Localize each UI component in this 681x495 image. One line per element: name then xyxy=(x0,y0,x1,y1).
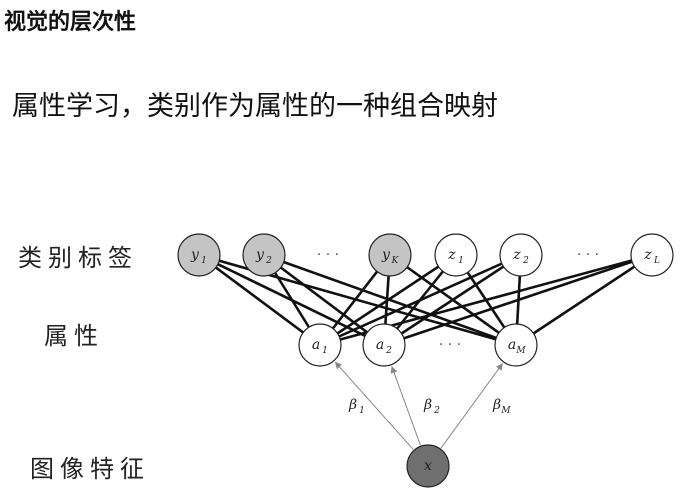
arrow-x-aM xyxy=(440,363,503,449)
weight-subscript-2: 2 xyxy=(433,406,440,416)
node-y2-label: y xyxy=(255,247,265,263)
arrow-x-a1 xyxy=(334,361,414,450)
node-y1-label: y xyxy=(190,247,200,263)
edge-zL-aM xyxy=(515,253,653,347)
edge-z1-a1 xyxy=(319,253,457,347)
node-aM-label: a xyxy=(508,337,516,353)
class-labels-label: 类别标签 xyxy=(18,244,138,272)
node-yK-subscript: K xyxy=(391,256,400,266)
attributes-label: 属性 xyxy=(44,322,104,350)
node-a1-subscript: 1 xyxy=(322,346,328,356)
node-z1-label: z xyxy=(447,247,456,263)
node-a2-label: a xyxy=(376,337,384,353)
node-zL-subscript: L xyxy=(653,256,660,266)
edge-z2-a2 xyxy=(383,253,522,347)
class-ellipsis: · · · xyxy=(317,247,339,263)
node-aM-subscript: M xyxy=(515,346,526,356)
node-y1-subscript: 1 xyxy=(201,256,207,266)
node-a2-subscript: 2 xyxy=(385,346,392,356)
weight-label-M: β xyxy=(492,397,501,413)
node-zL-label: z xyxy=(643,247,652,263)
page-title: 视觉的层次性 xyxy=(4,10,137,35)
node-x-label: x xyxy=(424,458,432,474)
edge-y1-a1 xyxy=(198,253,321,347)
weight-subscript-M: M xyxy=(500,406,511,416)
node-y2-subscript: 2 xyxy=(265,256,272,266)
weight-label-1: β xyxy=(348,397,357,413)
subtitle: 属性学习，类别作为属性的一种组合映射 xyxy=(12,91,498,122)
weight-label-2: β xyxy=(423,397,432,413)
node-z2-subscript: 2 xyxy=(522,256,529,266)
node-a1-label: a xyxy=(312,337,320,353)
class-ellipsis: · · · xyxy=(577,247,599,263)
edge-y2-a2 xyxy=(263,253,385,347)
node-yK-label: y xyxy=(381,247,391,263)
attribute-ellipsis: · · · xyxy=(439,337,461,353)
node-z2-label: z xyxy=(512,247,521,263)
edge-z2-a1 xyxy=(319,253,522,347)
weight-subscript-1: 1 xyxy=(359,406,365,416)
arrow-x-a2 xyxy=(390,365,421,446)
node-z1-subscript: 1 xyxy=(458,256,464,266)
node-x: x xyxy=(406,444,450,488)
image-features-label: 图像特征 xyxy=(30,455,150,483)
edge-zL-a2 xyxy=(383,253,653,347)
feature-attribute-arrows xyxy=(334,361,503,450)
